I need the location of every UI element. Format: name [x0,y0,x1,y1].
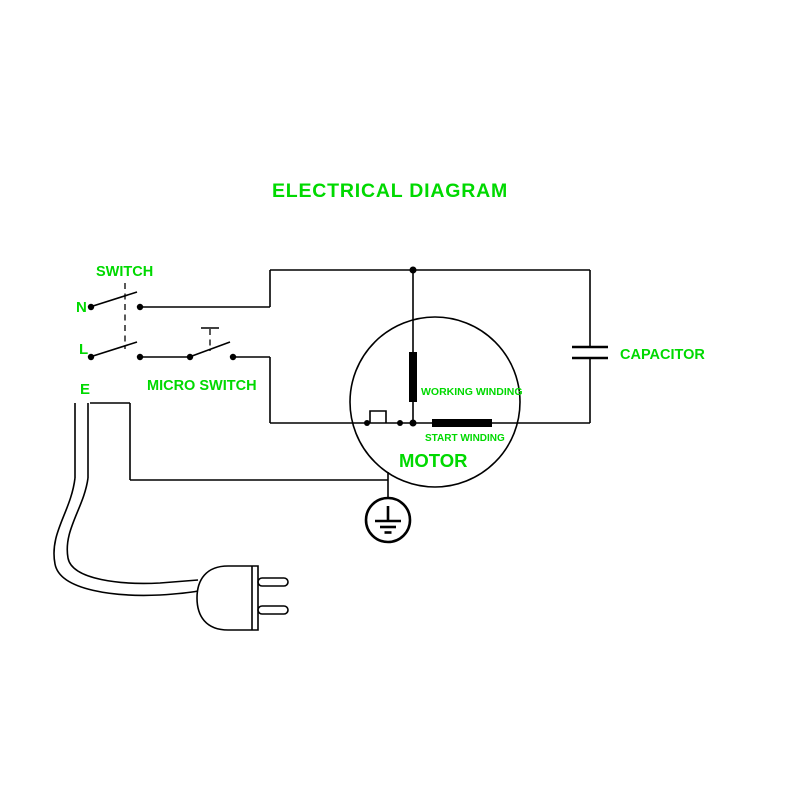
start-winding-bar [432,419,492,427]
working-winding-bar [409,352,417,402]
switch-contact-dot [87,353,95,361]
switch-blade-n [92,291,138,307]
motor-label: MOTOR [399,450,468,471]
wiring [140,266,591,427]
working-winding-label: WORKING WINDING [421,386,523,398]
terminal-n-label: N [76,299,87,316]
power-cord [53,403,199,597]
micro-switch-contact-dot [186,353,194,361]
earth-ground [364,472,412,544]
motor: WORKING WINDING START WINDING MOTOR [349,316,523,488]
centrifugal-switch-dot [364,420,370,426]
terminal-e-label: E [80,381,90,398]
centrifugal-switch-dot [397,420,403,426]
terminal-l-label: L [79,341,88,358]
micro-switch-contact-dot [229,353,237,361]
switch-contact-dot [136,353,144,361]
micro-switch-blade [191,341,231,357]
cord-curve-outer [53,477,199,597]
diagram-title: ELECTRICAL DIAGRAM [272,180,508,202]
capacitor: CAPACITOR [572,345,705,363]
junction-dot-bottom [409,419,417,427]
plug-pin-top [257,577,289,587]
cord-curve-inner [66,477,199,585]
micro-switch: MICRO SWITCH [147,327,257,394]
motor-circle [349,316,521,488]
ground-circle [364,496,412,544]
micro-switch-label: MICRO SWITCH [147,378,257,394]
plug-body [196,565,259,631]
switch-label: SWITCH [96,264,153,280]
earth-wire [90,402,388,481]
capacitor-label: CAPACITOR [620,347,705,363]
plug-pin-bottom [257,605,289,615]
switch-blade-l [92,341,138,357]
junction-dot-top [409,266,417,274]
mains-switch: SWITCH N L E [76,264,153,398]
centrifugal-switch-contact [369,410,387,423]
switch-contact-dot [87,303,95,311]
start-winding-label: START WINDING [425,433,505,444]
switch-contact-dot [136,303,144,311]
power-plug [196,565,289,631]
